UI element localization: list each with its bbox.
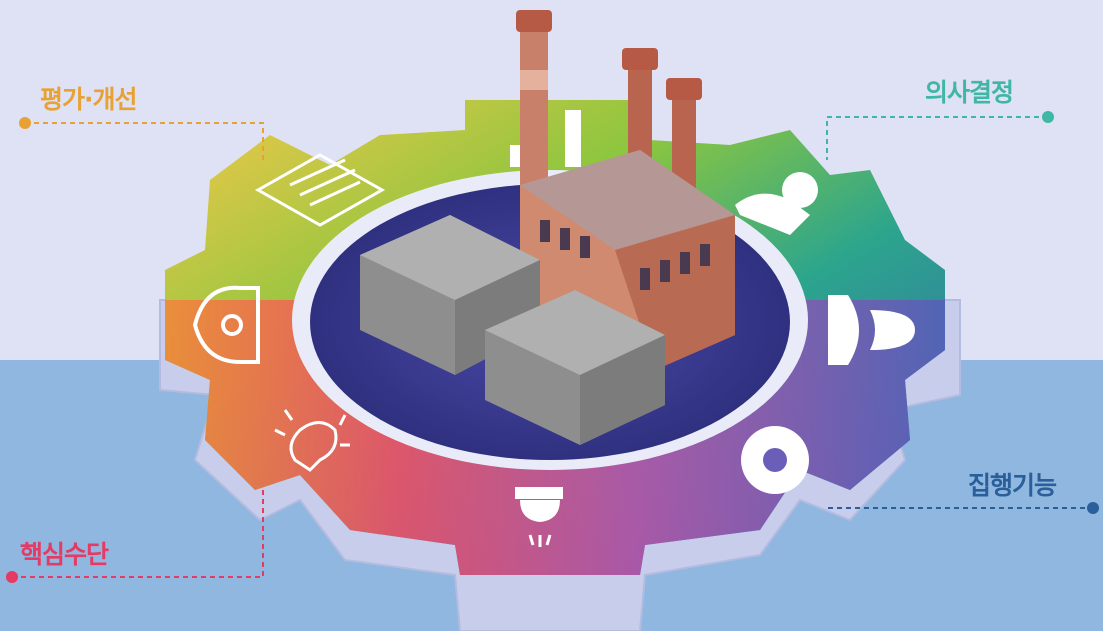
dot-execution <box>1087 502 1099 514</box>
leader-line-evaluation <box>25 122 264 160</box>
helmet-icon <box>192 285 260 364</box>
label-core: 핵심수단 <box>20 540 109 569</box>
leader-line-decision <box>826 116 1048 160</box>
person-icon <box>735 172 818 235</box>
lightbulb-icon <box>274 409 350 472</box>
dot-decision <box>1042 111 1054 123</box>
label-evaluation: 평가·개선 <box>40 85 137 114</box>
lamp-icon <box>515 487 563 547</box>
control-icon <box>828 295 915 365</box>
checklist-icon <box>254 153 386 227</box>
label-decision: 의사결정 <box>925 78 1014 107</box>
warehouse <box>485 290 665 445</box>
dot-evaluation <box>19 117 31 129</box>
label-execution: 집행기능 <box>968 471 1057 500</box>
dot-core <box>6 571 18 583</box>
gear-icon <box>741 426 809 494</box>
leader-line-core <box>12 490 264 578</box>
